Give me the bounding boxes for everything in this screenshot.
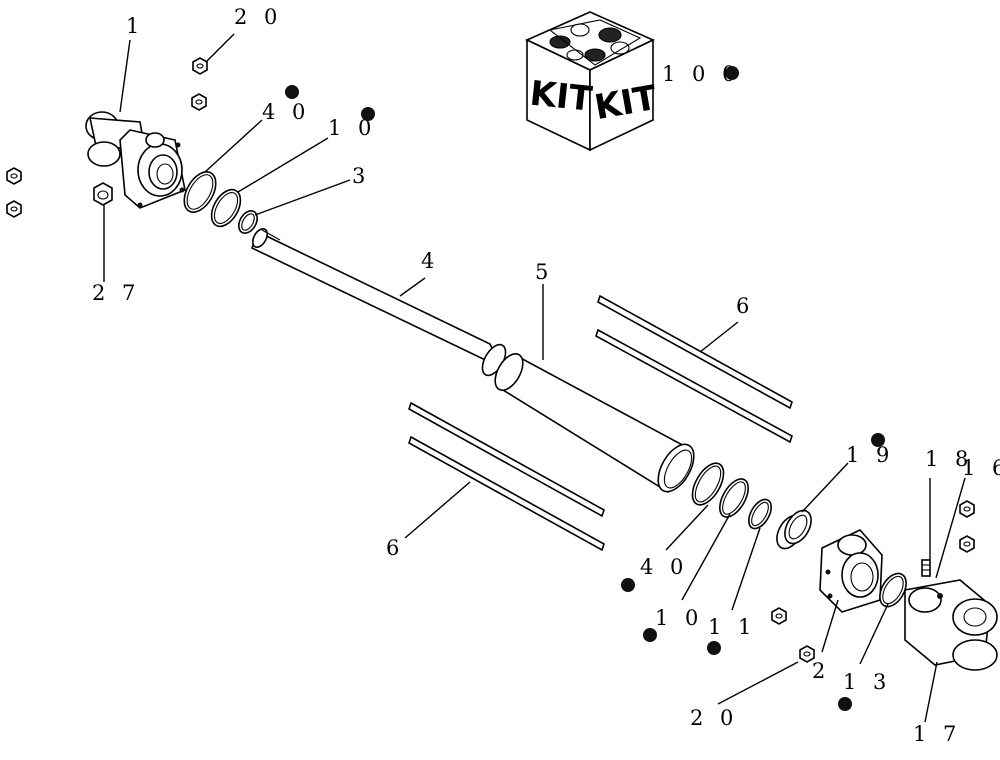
callout-40-top: 4 0	[262, 100, 310, 124]
callout-6-right: 6	[736, 294, 754, 318]
callout-3: 3	[352, 164, 370, 188]
nut-icon	[959, 535, 975, 553]
bullet-dot	[361, 107, 375, 121]
nut-icon	[93, 182, 113, 206]
o-ring	[183, 171, 217, 213]
callout-18: 1 8	[925, 447, 973, 471]
callout-5: 5	[535, 260, 553, 284]
nut-icon	[6, 167, 22, 185]
callout-100: 1 0 0	[662, 62, 740, 86]
bullet-dot-100	[725, 66, 739, 80]
set-screw	[921, 559, 931, 577]
o-ring	[719, 478, 749, 518]
o-ring	[210, 188, 242, 228]
callout-10-bottom: 1 0	[655, 606, 703, 630]
nut-icon	[192, 57, 208, 75]
nut-icon	[191, 93, 207, 111]
bullet-dot	[838, 697, 852, 711]
callout-1: 1	[126, 14, 144, 38]
callout-27: 2 7	[92, 281, 140, 305]
clevis-head-right	[904, 579, 998, 671]
callout-11: 1 1	[708, 615, 756, 639]
callout-6-left: 6	[386, 536, 404, 560]
clevis-head-left	[85, 111, 186, 209]
tie-rod	[408, 294, 793, 552]
bullet-dot	[621, 578, 635, 592]
o-ring	[748, 498, 772, 530]
bullet-dot	[707, 641, 721, 655]
callout-16: 1 6	[962, 456, 1000, 480]
bullet-dot	[285, 85, 299, 99]
nut-icon	[771, 607, 787, 625]
kit-label-left: KIT	[528, 73, 595, 119]
o-ring	[879, 572, 907, 608]
kit-box-icon: KIT KIT	[525, 11, 661, 152]
bullet-dot	[871, 433, 885, 447]
nut-icon	[959, 500, 975, 518]
callout-20-top: 2 0	[234, 5, 282, 29]
callout-2: 2	[812, 659, 830, 683]
o-ring	[238, 210, 258, 234]
callout-10-top: 1 0	[328, 116, 376, 140]
bullet-dot	[643, 628, 657, 642]
rod-seal	[776, 509, 812, 550]
callout-17: 1 7	[913, 722, 961, 746]
nut-icon	[799, 645, 815, 663]
gland-housing	[819, 529, 883, 613]
leader-lines	[103, 33, 966, 723]
piston-rod	[250, 228, 507, 377]
callout-19: 1 9	[846, 443, 894, 467]
cylinder-barrel	[494, 353, 695, 494]
o-ring	[691, 462, 725, 506]
nut-icon	[6, 200, 22, 218]
callout-13: 1 3	[843, 670, 891, 694]
callout-40-bottom: 4 0	[640, 555, 688, 579]
callout-20-bottom: 2 0	[690, 706, 738, 730]
callout-4: 4	[421, 249, 439, 273]
